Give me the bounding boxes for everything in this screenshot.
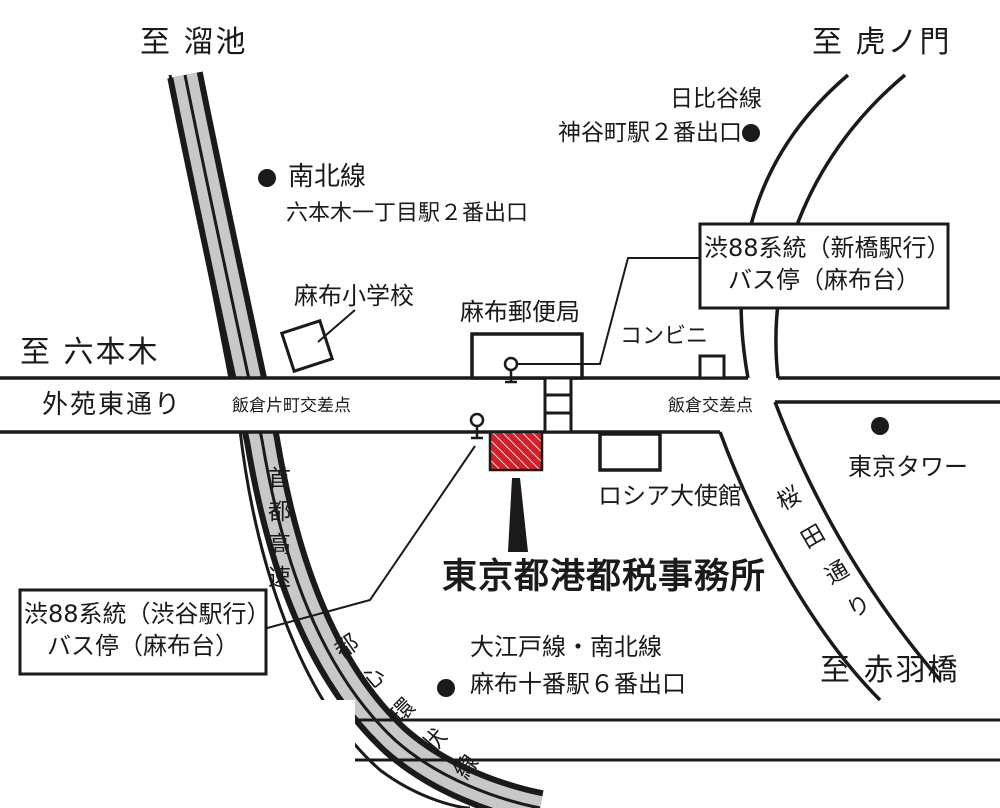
landmark-dot-tokyo-tower xyxy=(871,417,889,435)
bus-callout-shinbashi: 渋88系統（新橋駅行） バス停（麻布台） xyxy=(704,232,951,297)
bus-stop-icon-south xyxy=(469,412,485,440)
main-street-label: 外苑東通り xyxy=(42,390,183,420)
direction-roppongi: 至 六本木 xyxy=(20,335,160,370)
expressway-char: 首 xyxy=(268,466,291,492)
target-building xyxy=(488,430,544,472)
east-roads xyxy=(718,73,942,702)
bus-stop-shinbashi: バス停（麻布台） xyxy=(728,266,920,295)
station-line-oedo-nanboku: 大江戸線・南北線 xyxy=(470,633,662,661)
station-line-hibiya: 日比谷線 xyxy=(670,86,762,112)
bus-callout-shibuya-box xyxy=(18,588,268,676)
road-west-curve xyxy=(168,74,471,808)
post-office-building xyxy=(470,332,584,380)
expressway-char: 都 xyxy=(268,499,291,525)
russian-embassy-building xyxy=(598,432,662,472)
school-building xyxy=(279,318,335,374)
label-tokyo-tower: 東京タワー xyxy=(848,453,968,481)
station-kamiyacho: 神谷町駅２番出口 xyxy=(558,120,742,146)
label-post-office: 麻布郵便局 xyxy=(460,298,580,326)
expressway xyxy=(167,71,544,808)
convenience-store-building xyxy=(698,354,726,380)
expressway-label-upper: 首 都 高 速 xyxy=(268,468,291,600)
target-office-name: 東京都港都税事務所 xyxy=(442,557,767,597)
intersection-iikura: 飯倉交差点 xyxy=(668,396,753,416)
leader-line-south xyxy=(259,445,476,631)
direction-toranomon: 至 虎ノ門 xyxy=(812,25,952,60)
bus-route-shibuya: 渋88系統（渋谷駅行） xyxy=(24,600,271,628)
bus-route-shinbashi: 渋88系統（新橋駅行） xyxy=(704,234,951,262)
station-dot-azabujuban xyxy=(437,679,455,697)
label-russian-embassy: ロシア大使館 xyxy=(598,482,742,510)
station-dot-kamiyacho xyxy=(742,124,760,142)
label-azabu-school: 麻布小学校 xyxy=(294,282,414,310)
station-azabu-juban: 麻布十番駅６番出口 xyxy=(470,670,686,698)
leader-line-north xyxy=(517,257,700,365)
label-convenience-store: コンビニ xyxy=(620,324,709,349)
intersection-iikura-katamachi: 飯倉片町交差点 xyxy=(232,396,351,416)
bus-callout-shinbashi-box xyxy=(698,222,950,310)
pedestrian-bridge xyxy=(543,376,573,434)
station-roppongi-1chome: 六本木一丁目駅２番出口 xyxy=(286,201,529,226)
direction-tameike: 至 溜池 xyxy=(140,25,248,60)
station-dot-roppongi xyxy=(258,169,276,187)
bus-callout-shibuya: 渋88系統（渋谷駅行） バス停（麻布台） xyxy=(24,598,271,663)
direction-akabanebashi: 至 赤羽橋 xyxy=(820,653,960,688)
station-line-nanboku: 南北線 xyxy=(288,162,367,192)
expressway-char: 高 xyxy=(268,532,291,558)
bus-stop-shibuya: バス停（麻布台） xyxy=(47,632,239,661)
expressway-char: 速 xyxy=(268,565,291,591)
